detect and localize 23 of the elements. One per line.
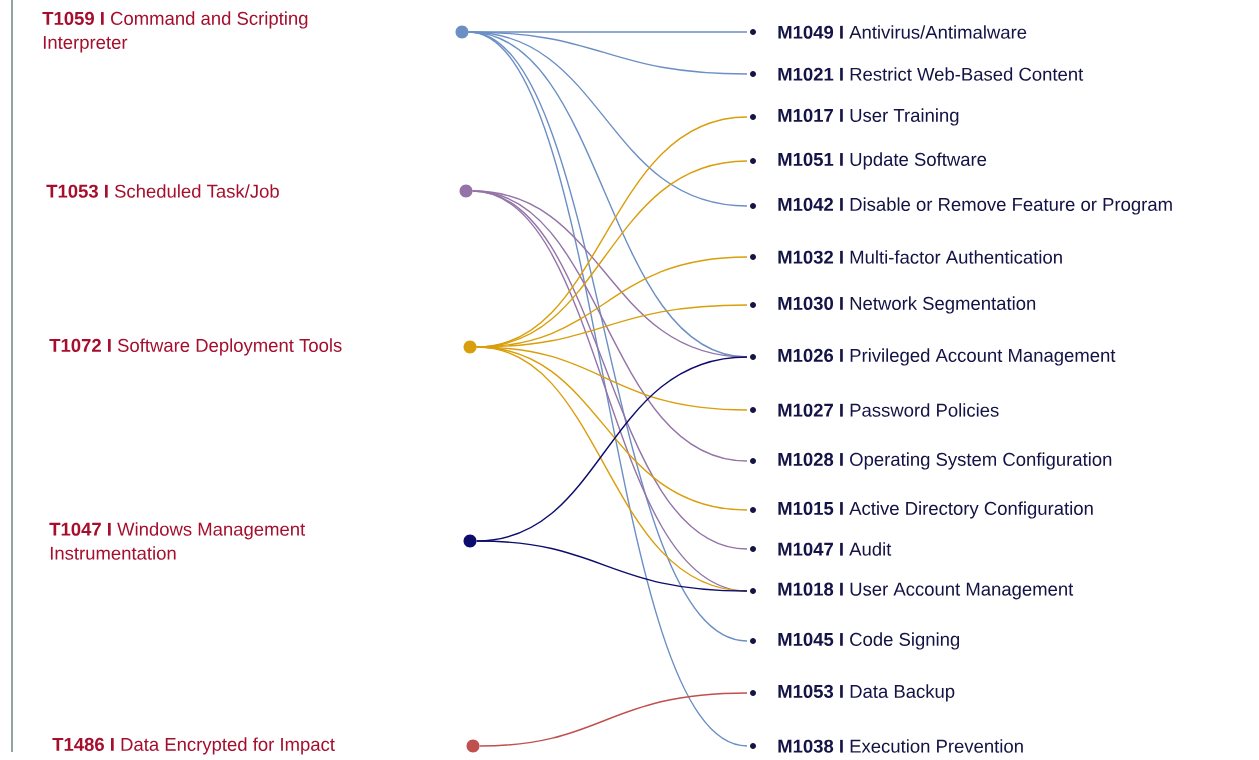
technique-label: T1486 I Data Encrypted for Impact [52,737,335,755]
technique-label: T1059 I Command and Scripting Interpreter [42,11,308,53]
mitigation-label: M1027 I Password Policies [750,403,999,417]
mitigation-label: M1032 I Multi-factor Authentication [750,250,1062,264]
technique-label: T1053 I Scheduled Task/Job [46,184,279,198]
mitigation-label: M1018 I User Account Management [750,582,1074,600]
mitigation-label: M1021 I Restrict Web-Based Content [750,67,1084,81]
mitigation-label: M1017 I User Training [750,108,959,126]
mitigation-label: M1047 I Audit [750,542,892,556]
mitigation-label: M1038 I Execution Prevention [750,739,1023,753]
mitigation-label: M1053 I Data Backup [750,684,955,702]
connector [479,692,748,747]
mitigation-label: M1028 I Operating System Configuration [750,452,1112,470]
mitigation-label: M1030 I Network Segmentation [750,296,1036,314]
mitigation-label: M1042 I Disable or Remove Feature or Program [750,197,1172,215]
connector [476,540,748,592]
mitigation-label: M1051 I Update Software [750,152,987,170]
mitigation-label: M1015 I Active Directory Configuration [750,501,1093,519]
technique-label: T1072 I Software Deployment Tools [49,338,342,356]
mitigation-label: M1045 I Code Signing [750,632,960,650]
mitigation-label: M1026 I Privileged Account Management [750,348,1116,366]
mitigation-label: M1049 I Antivirus/Antimalware [750,25,1027,39]
technique-label: T1047 I Windows Management Instrumentation [49,522,306,560]
